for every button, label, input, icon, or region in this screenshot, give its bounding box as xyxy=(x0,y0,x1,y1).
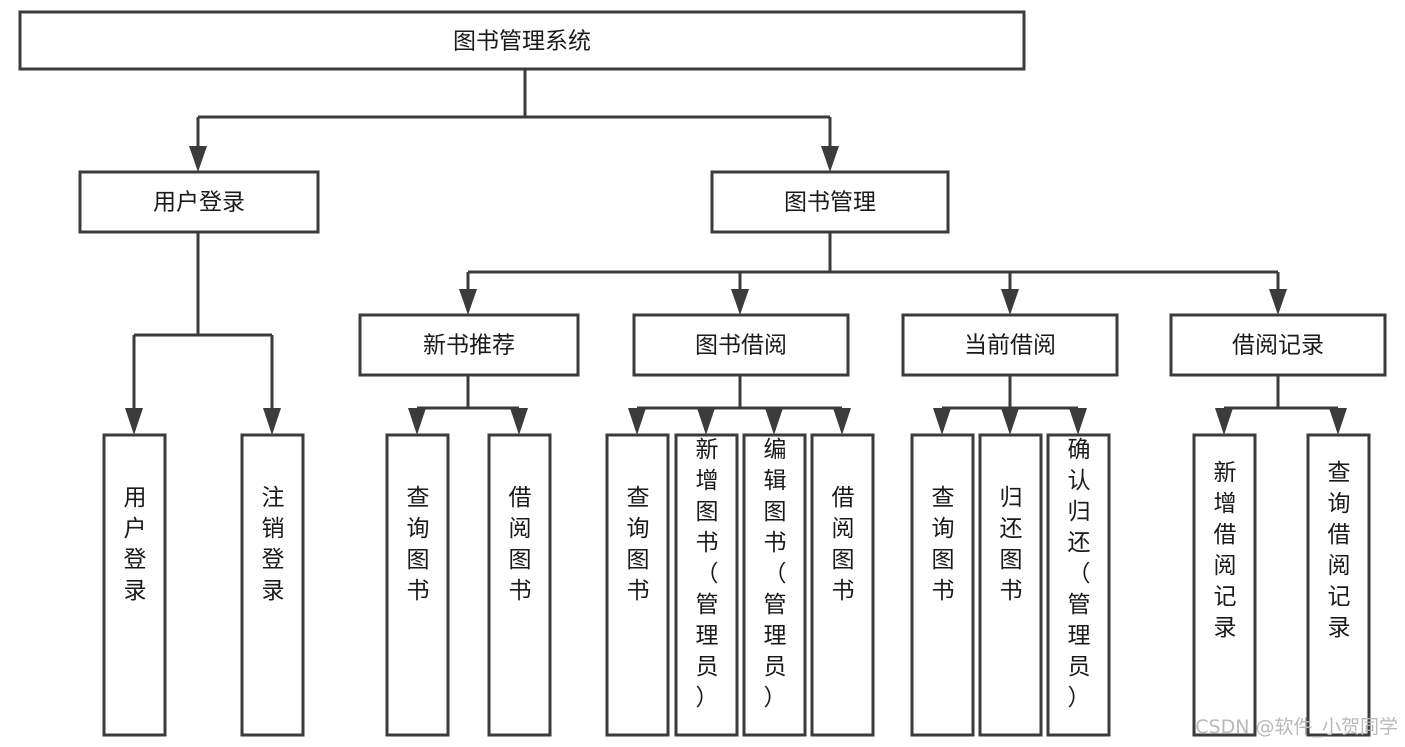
leaf-borrow-book-1-box[interactable] xyxy=(487,433,552,737)
leaf-query-book-2[interactable]: 查询图书 xyxy=(605,433,670,737)
arrow-head-br-leaf2 xyxy=(1329,408,1347,435)
leaf-add-record-label: 新增借阅记录 xyxy=(1214,460,1237,641)
node-root[interactable]: 图书管理系统 xyxy=(18,10,1026,71)
connector-group-current-borrow xyxy=(933,375,1087,435)
leaf-query-record-box[interactable] xyxy=(1306,433,1371,737)
arrow-head-user-login-leaf2 xyxy=(263,408,281,435)
node-book-manage-label: 图书管理 xyxy=(784,190,876,216)
leaf-borrow-book-2[interactable]: 借阅图书 xyxy=(810,433,875,737)
node-book-manage[interactable]: 图书管理 xyxy=(710,170,950,234)
arrow-head-user-login-leaf1 xyxy=(125,408,143,435)
leaf-user-login-box[interactable] xyxy=(102,433,167,737)
node-new-book-recommend-box[interactable] xyxy=(358,313,580,377)
arrow-head-bb-leaf1 xyxy=(628,408,646,435)
leaf-query-record-label: 查询借阅记录 xyxy=(1328,460,1351,641)
leaf-borrow-book-2-box[interactable] xyxy=(810,433,875,737)
connector-group-user-login xyxy=(125,232,281,435)
connector-group-new-book-recommend xyxy=(408,375,528,435)
leaf-logout-login[interactable]: 注销登录 xyxy=(240,433,305,737)
connector-group-book-borrow xyxy=(628,375,851,435)
leaf-query-book-2-box[interactable] xyxy=(605,433,670,737)
leaf-query-book-1[interactable]: 查询图书 xyxy=(385,433,450,737)
connector-group-borrow-record xyxy=(1215,375,1347,435)
node-user-login-label: 用户登录 xyxy=(153,190,245,216)
node-current-borrow-box[interactable] xyxy=(901,313,1119,377)
node-current-borrow[interactable]: 当前借阅 xyxy=(901,313,1119,377)
arrow-head-to-user-login xyxy=(189,146,207,172)
leaf-return-book-box[interactable] xyxy=(978,433,1043,737)
leaf-edit-book-box[interactable] xyxy=(742,433,807,737)
node-user-login-box[interactable] xyxy=(78,170,320,234)
leaf-query-book-3-box[interactable] xyxy=(910,433,975,737)
connector-group-root xyxy=(189,69,839,172)
leaf-add-book-label: 新增图书（管理员） xyxy=(696,437,719,711)
node-root-label: 图书管理系统 xyxy=(453,29,591,55)
node-book-borrow-box[interactable] xyxy=(632,313,850,377)
node-current-borrow-label: 当前借阅 xyxy=(964,333,1056,359)
leaf-query-book-3[interactable]: 查询图书 xyxy=(910,433,975,737)
node-borrow-record[interactable]: 借阅记录 xyxy=(1169,313,1387,377)
node-new-book-recommend-label: 新书推荐 xyxy=(423,333,515,359)
leaf-add-book[interactable]: 新增图书（管理员） xyxy=(674,433,739,737)
leaf-confirm-return[interactable]: 确认归还（管理员） xyxy=(1046,433,1111,737)
leaf-query-book-1-box[interactable] xyxy=(385,433,450,737)
arrow-head-to-book-manage xyxy=(821,146,839,172)
leaf-query-book-1-label: 查询图书 xyxy=(407,485,430,604)
leaf-query-book-2-label: 查询图书 xyxy=(627,485,650,604)
leaf-edit-book-label: 编辑图书（管理员） xyxy=(764,437,787,711)
node-new-book-recommend[interactable]: 新书推荐 xyxy=(358,313,580,377)
node-book-borrow[interactable]: 图书借阅 xyxy=(632,313,850,377)
watermark-text: CSDN @软件_小贺同学 xyxy=(1195,716,1398,738)
arrow-head-bb-leaf4 xyxy=(833,408,851,435)
leaf-logout-login-label: 注销登录 xyxy=(262,485,285,604)
leaf-borrow-book-1[interactable]: 借阅图书 xyxy=(487,433,552,737)
node-borrow-record-label: 借阅记录 xyxy=(1232,333,1324,359)
arrow-head-nbr-leaf2 xyxy=(510,408,528,435)
arrow-head-book-borrow xyxy=(731,289,749,315)
node-root-box[interactable] xyxy=(18,10,1026,71)
arrow-head-new-book-recommend xyxy=(459,289,477,315)
arrow-head-cb-leaf2 xyxy=(1001,408,1019,435)
arrow-head-nbr-leaf1 xyxy=(408,408,426,435)
leaf-add-book-box[interactable] xyxy=(674,433,739,737)
arrow-head-bb-leaf2 xyxy=(697,408,715,435)
arrow-head-borrow-record xyxy=(1269,289,1287,315)
leaf-add-record-box[interactable] xyxy=(1192,433,1257,737)
node-user-login[interactable]: 用户登录 xyxy=(78,170,320,234)
leaf-logout-login-box[interactable] xyxy=(240,433,305,737)
node-book-manage-box[interactable] xyxy=(710,170,950,234)
arrow-head-current-borrow xyxy=(1001,289,1019,315)
leaf-confirm-return-label: 确认归还（管理员） xyxy=(1068,437,1091,711)
connector-group-book-manage xyxy=(459,232,1287,315)
arrow-head-br-leaf1 xyxy=(1215,408,1233,435)
leaf-query-book-3-label: 查询图书 xyxy=(932,485,955,604)
leaf-add-record[interactable]: 新增借阅记录 xyxy=(1192,433,1257,737)
leaf-borrow-book-2-label: 借阅图书 xyxy=(832,485,855,604)
leaf-return-book-label: 归还图书 xyxy=(1000,485,1023,604)
leaf-confirm-return-box[interactable] xyxy=(1046,433,1111,737)
arrow-head-cb-leaf1 xyxy=(933,408,951,435)
node-book-borrow-label: 图书借阅 xyxy=(695,333,787,359)
arrow-head-cb-leaf3 xyxy=(1069,408,1087,435)
arrow-head-bb-leaf3 xyxy=(765,408,783,435)
leaf-user-login[interactable]: 用户登录 xyxy=(102,433,167,737)
node-borrow-record-box[interactable] xyxy=(1169,313,1387,377)
leaf-borrow-book-1-label: 借阅图书 xyxy=(509,485,532,604)
leaf-return-book[interactable]: 归还图书 xyxy=(978,433,1043,737)
leaf-user-login-label: 用户登录 xyxy=(124,485,147,604)
leaf-query-record[interactable]: 查询借阅记录 xyxy=(1306,433,1371,737)
leaf-edit-book[interactable]: 编辑图书（管理员） xyxy=(742,433,807,737)
